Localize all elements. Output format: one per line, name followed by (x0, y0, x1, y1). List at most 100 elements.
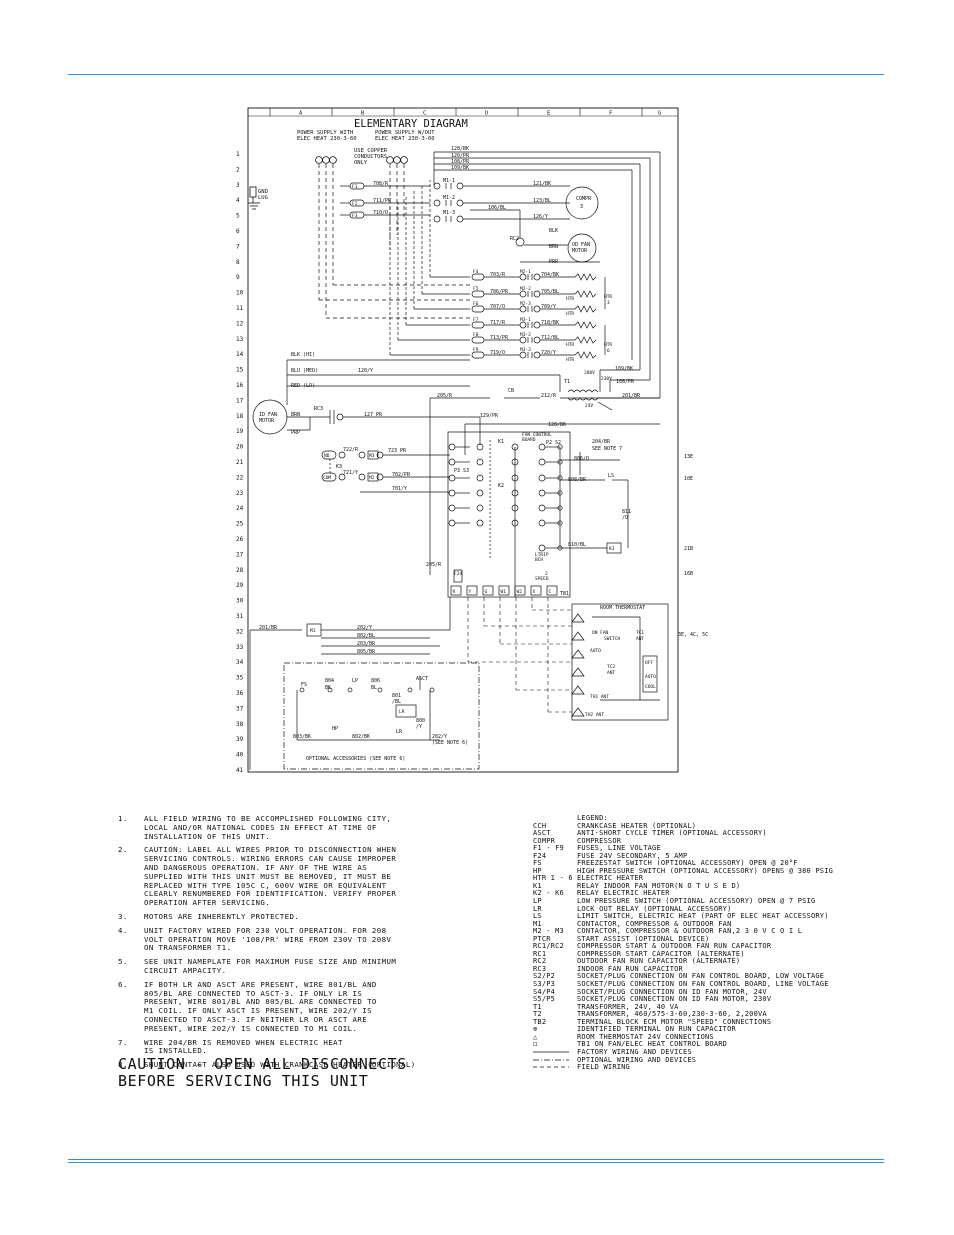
svg-text:F8: F8 (473, 332, 479, 338)
row-number: 5 (236, 213, 240, 220)
svg-text:G: G (485, 589, 488, 595)
note-item: 6.IF BOTH LR AND ASCT ARE PRESENT, WIRE … (118, 980, 418, 1034)
svg-text:R: R (453, 589, 456, 595)
svg-text:202/Y: 202/Y (357, 625, 372, 631)
svg-text:BK: BK (325, 685, 331, 691)
svg-text:W2: W2 (517, 589, 523, 595)
svg-text:F7: F7 (473, 317, 479, 323)
row-number: 1 (236, 151, 240, 158)
svg-text:703/R: 703/R (490, 272, 506, 278)
row-number: 39 (236, 736, 244, 743)
svg-text:121/BK: 121/BK (533, 181, 551, 187)
svg-text:M2-2: M2-2 (520, 286, 531, 292)
svg-text:ANT: ANT (607, 670, 615, 676)
svg-text:3: 3 (580, 204, 583, 210)
row-number: 15 (236, 367, 244, 374)
svg-text:ON FAN: ON FAN (592, 630, 609, 636)
note-text: CAUTION: LABEL ALL WIRES PRIOR TO DISCON… (144, 845, 397, 908)
svg-text:128/BK: 128/BK (451, 146, 469, 152)
svg-text:803/BK: 803/BK (293, 734, 311, 740)
optional-accessories-label: OPTIONAL ACCESSORIES (SEE NOTE 6) (306, 756, 405, 762)
svg-text:202/Y: 202/Y (432, 734, 447, 740)
svg-text:P2 S2: P2 S2 (546, 440, 561, 446)
svg-text:HTR: HTR (566, 342, 574, 348)
note-item: 8.SHUNT CONTACT ALSO USED WITH CRANKCASE… (118, 1060, 418, 1070)
svg-text:HTR: HTR (566, 357, 574, 363)
svg-text:711/PR: 711/PR (373, 198, 392, 204)
row-number: 37 (236, 705, 244, 712)
svg-text:M1-3: M1-3 (443, 210, 455, 216)
row-number: 11 (236, 305, 244, 312)
row-number: 38 (236, 721, 244, 728)
svg-text:M2: M2 (369, 475, 375, 481)
svg-text:3E, 4C, 5C: 3E, 4C, 5C (678, 632, 708, 638)
legend-row: △ROOM THERMOSTAT 24V CONNECTIONS (533, 1032, 714, 1041)
svg-text:721/Y: 721/Y (343, 470, 358, 476)
svg-text:/Y: /Y (416, 724, 422, 730)
note-number: 4. (118, 925, 128, 935)
svg-text:718/BK: 718/BK (541, 320, 559, 326)
svg-text:LR: LR (399, 709, 405, 715)
svg-text:205/R: 205/R (437, 393, 453, 399)
svg-text:P3 S3: P3 S3 (454, 468, 469, 474)
legend-row: ◻TB1 ON FAN/ELEC HEAT CONTROL BOARD (533, 1040, 728, 1049)
legend-line-row: OPTIONAL WIRING AND DEVICES (533, 1056, 833, 1065)
row-number: 27 (236, 551, 244, 558)
note-number: 7. (118, 1037, 128, 1047)
svg-text:M3: M3 (369, 453, 375, 459)
svg-text:806: 806 (371, 678, 380, 684)
svg-text:C: C (549, 589, 552, 595)
svg-text:712/BL: 712/BL (541, 335, 559, 341)
row-number: 35 (236, 675, 244, 682)
svg-text:811: 811 (622, 509, 631, 515)
note-number: 5. (118, 957, 128, 967)
svg-text:W1: W1 (501, 589, 507, 595)
svg-text:F2: F2 (352, 201, 358, 207)
svg-text:TC2: TC2 (607, 664, 615, 670)
svg-text:13E: 13E (684, 454, 693, 460)
legend-line-row: FIELD WIRING (533, 1063, 833, 1072)
svg-text:21B: 21B (684, 546, 693, 552)
svg-text:M1-1: M1-1 (443, 178, 455, 184)
svg-text:/O: /O (622, 515, 628, 521)
svg-text:800: 800 (416, 718, 425, 724)
row-number: 32 (236, 628, 244, 635)
svg-text:719/O: 719/O (490, 350, 505, 356)
svg-text:K2: K2 (498, 483, 504, 489)
svg-text:808/BR: 808/BR (568, 477, 587, 483)
svg-text:BRN: BRN (549, 244, 558, 250)
svg-text:204/BR: 204/BR (592, 439, 611, 445)
svg-text:109/BK: 109/BK (451, 165, 469, 171)
svg-text:120/Y: 120/Y (358, 368, 373, 374)
svg-text:F5: F5 (473, 286, 479, 292)
row-number: 30 (236, 598, 244, 605)
svg-text:SEE NOTE 7: SEE NOTE 7 (592, 446, 622, 452)
svg-text:129/PR: 129/PR (480, 413, 499, 419)
svg-text:3: 3 (607, 300, 610, 306)
row-number: 29 (236, 582, 244, 589)
row-number: 41 (236, 767, 244, 774)
svg-text:LP: LP (352, 678, 358, 684)
row-number: 33 (236, 644, 244, 651)
svg-text:704/BK: 704/BK (541, 272, 559, 278)
row-number: 34 (236, 659, 244, 666)
note-number: 8. (118, 1060, 128, 1070)
svg-text:16B: 16B (684, 571, 693, 577)
svg-text:K1: K1 (498, 439, 504, 445)
